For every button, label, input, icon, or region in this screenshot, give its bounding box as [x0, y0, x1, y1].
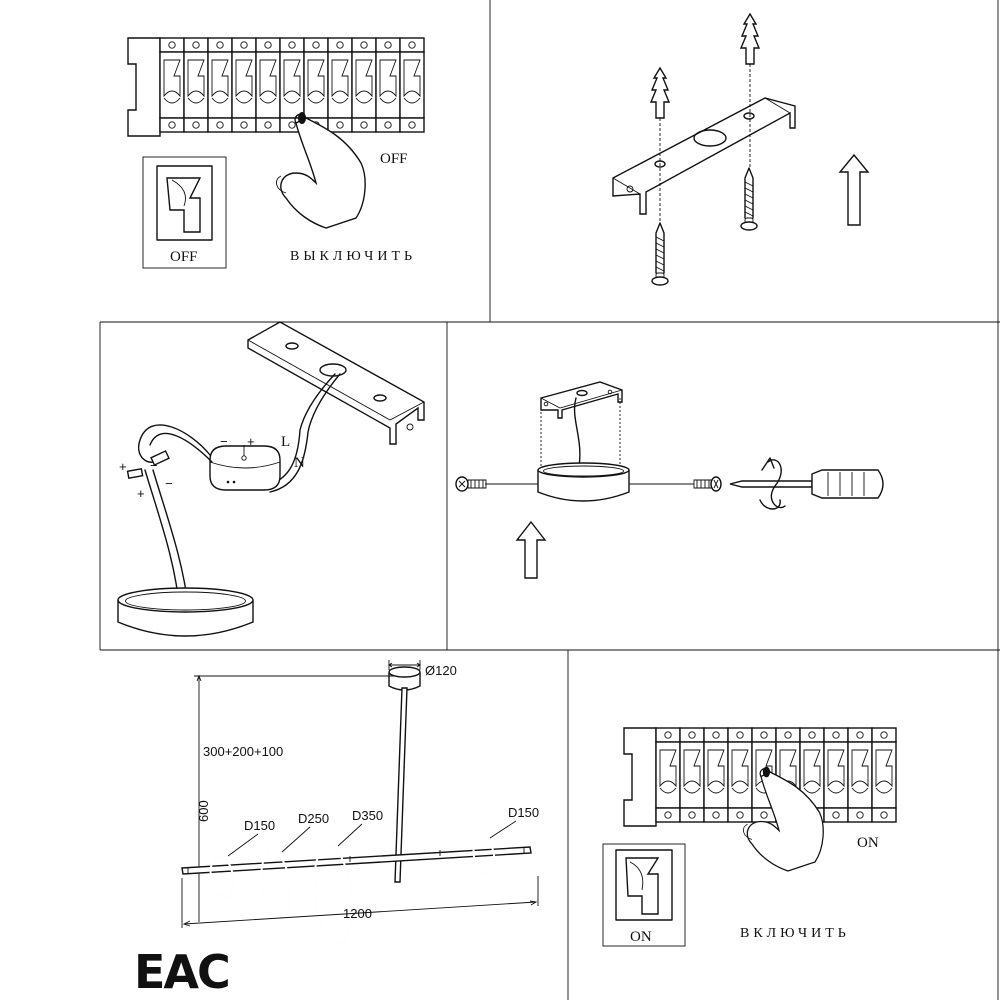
ring-d250: [260, 850, 292, 920]
ring-d150-right: [472, 835, 496, 877]
mounting-bracket: [612, 97, 796, 215]
suspension-rod: [394, 687, 408, 883]
panel-canopy-fixing: [455, 381, 884, 579]
ring-label-d150-right: D150: [508, 805, 539, 820]
panel-wiring: − + L N + − + −: [117, 321, 425, 637]
light-bar: [181, 846, 532, 875]
drop-length-label: 300+200+100: [203, 744, 283, 759]
panel-dimensions: Ø120 300+200+100 600: [181, 660, 539, 946]
canopy-diameter-label: Ø120: [425, 663, 457, 678]
ring-label-d250: D250: [298, 811, 329, 826]
bar-length-label: 1200: [343, 906, 372, 921]
screw-icon: [655, 222, 665, 284]
wall-anchor-icon-2: [740, 13, 760, 65]
minus-label-b: −: [165, 476, 173, 491]
screwdriver-icon: [729, 457, 884, 510]
panel-switch-off: OFF OFF ВЫКЛЮЧИТЬ: [127, 37, 425, 269]
ceiling-canopy: [388, 666, 421, 691]
inset-on-state-label: ON: [630, 929, 652, 945]
ring-d150-left: [209, 855, 235, 899]
height-label: 600: [196, 800, 211, 822]
panel-mount-bracket: [612, 13, 870, 286]
ring-label-d150-left: D150: [244, 818, 275, 833]
terminal-box: [209, 445, 281, 491]
screw-icon-2: [744, 167, 754, 229]
box-plus-label: +: [247, 434, 255, 449]
panel-switch-on: ON ON ВКЛЮЧИТЬ: [602, 727, 897, 947]
switch-inset-2: [602, 843, 686, 947]
box-minus-label: −: [220, 434, 228, 449]
ceiling-bracket: [247, 321, 425, 445]
arrow-up-icon-2: [515, 520, 547, 579]
arrow-up-icon: [838, 153, 870, 226]
minus-label-a: −: [150, 458, 158, 473]
neutral-wire-label: N: [294, 455, 305, 471]
wire-connector-icon: [126, 450, 170, 479]
breaker-panel-2: [623, 727, 897, 827]
switch-inset: [142, 156, 227, 269]
screw-left-icon: [455, 476, 487, 492]
screw-right-icon: [693, 476, 722, 492]
wall-anchor-icon: [650, 67, 670, 119]
live-wire-label: L: [281, 434, 290, 450]
switch-off-caption: ВЫКЛЮЧИТЬ: [290, 249, 416, 264]
switch-state-label: OFF: [380, 151, 408, 167]
plus-label-a: +: [119, 459, 127, 474]
switch-on-caption: ВКЛЮЧИТЬ: [740, 926, 850, 941]
ring-d350: [313, 844, 353, 946]
switch-on-state-label: ON: [857, 835, 879, 851]
ring-label-d350: D350: [352, 808, 383, 823]
canopy-base: [117, 587, 254, 637]
plus-label-b: +: [137, 486, 145, 501]
canopy-cylinder: [537, 462, 630, 502]
breaker-panel: [127, 37, 425, 137]
small-bracket: [540, 381, 623, 419]
eac-certification-mark: EAC: [134, 945, 229, 999]
inset-state-label: OFF: [170, 249, 198, 265]
panel-borders: [99, 0, 1000, 1000]
